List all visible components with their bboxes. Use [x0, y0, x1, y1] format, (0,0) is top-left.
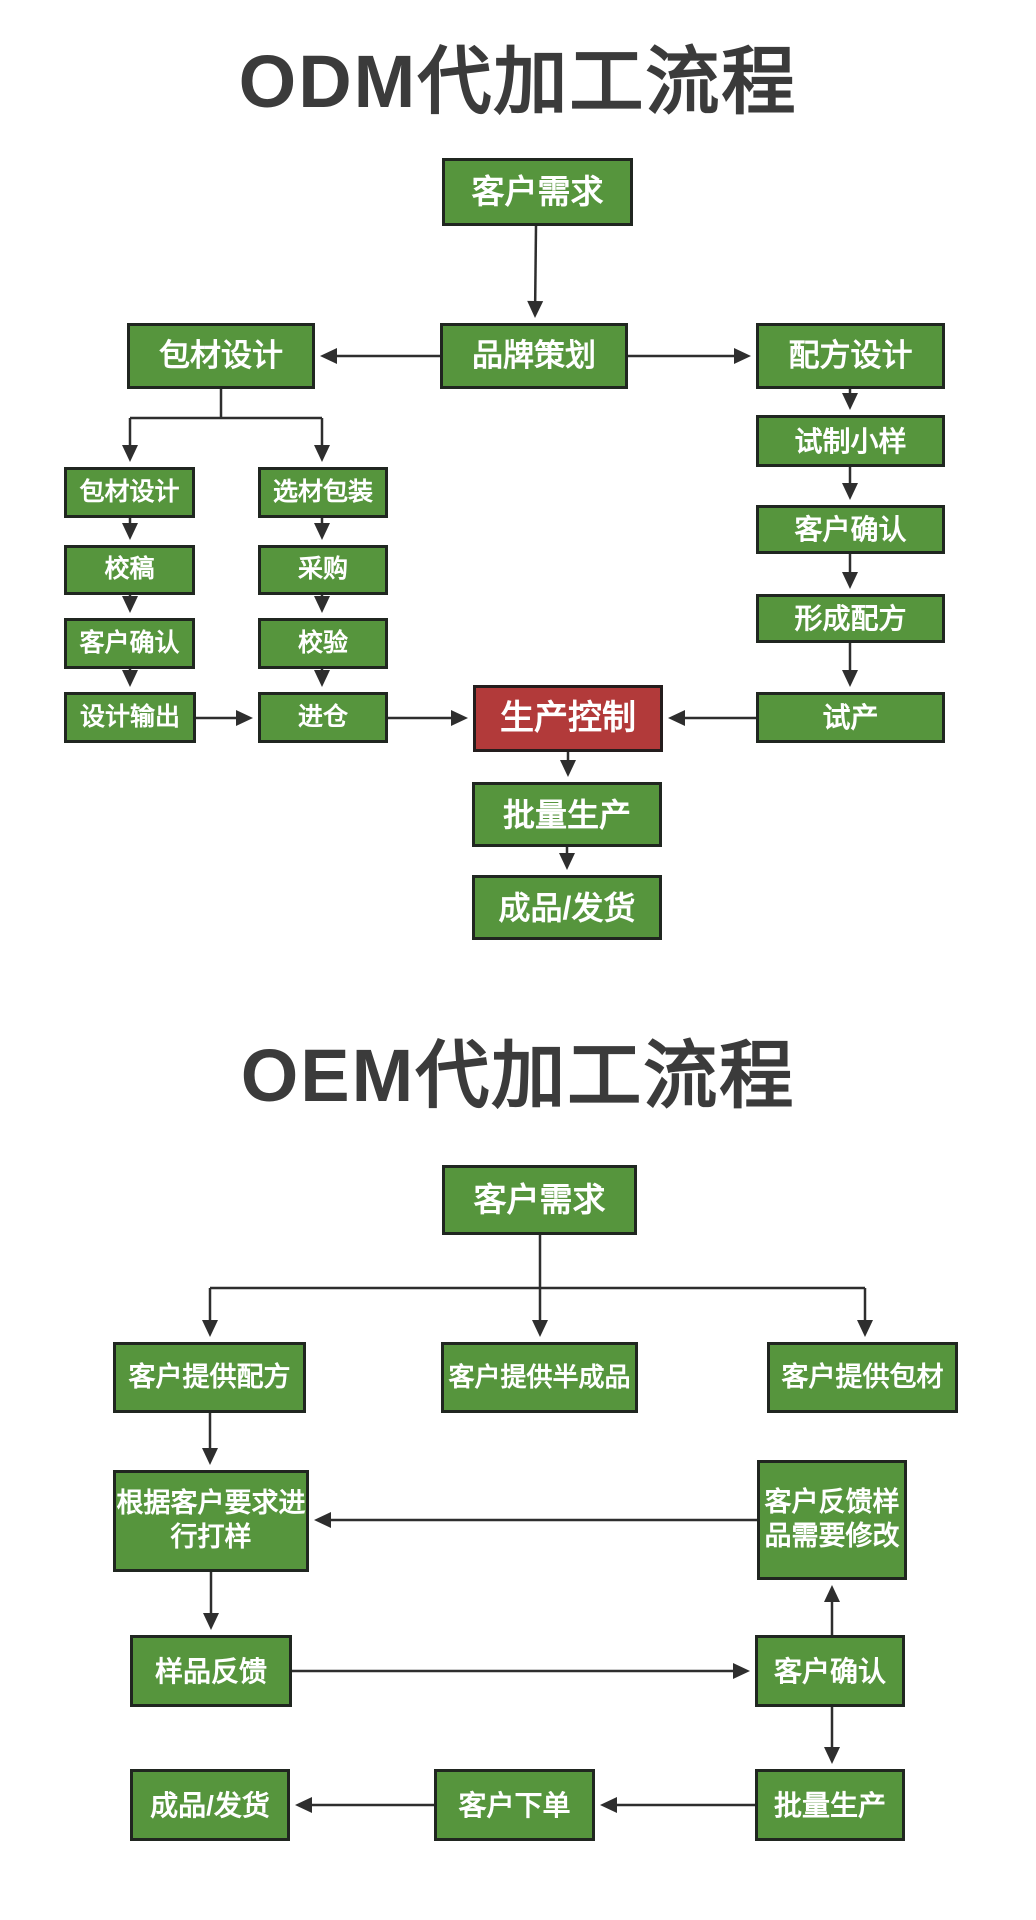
flow-arrow — [600, 1797, 617, 1813]
node-procurement: 采购 — [258, 545, 388, 595]
node-feedback-modify: 客户反馈样 品需要修改 — [757, 1460, 907, 1580]
flow-arrow — [842, 483, 858, 500]
node-customer-formula: 客户提供配方 — [113, 1342, 306, 1413]
node-sample-feedback: 样品反馈 — [130, 1635, 292, 1707]
node-customer-confirm-pkg: 客户确认 — [64, 618, 195, 669]
flow-arrow — [824, 1585, 840, 1602]
flow-arrow — [122, 445, 138, 462]
flow-arrow — [314, 596, 330, 613]
flow-arrow — [857, 1320, 873, 1337]
flow-arrow — [559, 853, 575, 870]
flow-arrow — [122, 596, 138, 613]
node-sampling-per-request: 根据客户要求进 行打样 — [113, 1470, 309, 1572]
flow-arrow — [842, 572, 858, 589]
flow-arrow — [314, 523, 330, 540]
node-customer-order: 客户下单 — [434, 1769, 595, 1841]
node-finished-delivery-oem: 成品/发货 — [130, 1769, 290, 1841]
flow-arrow — [842, 393, 858, 410]
node-formula-finalize: 形成配方 — [756, 594, 945, 643]
flow-arrow — [533, 225, 538, 302]
flow-arrow — [236, 710, 253, 726]
flow-arrow — [202, 1448, 218, 1465]
node-mass-production-oem: 批量生产 — [755, 1769, 905, 1841]
flow-arrow — [842, 670, 858, 687]
node-trial-sample: 试制小样 — [756, 415, 945, 467]
node-mass-production: 批量生产 — [472, 782, 662, 847]
flow-arrow — [668, 710, 685, 726]
flow-arrow — [314, 670, 330, 687]
node-material-selection: 选材包装 — [258, 467, 388, 518]
node-finished-delivery: 成品/发货 — [472, 875, 662, 940]
node-customer-confirm-oem: 客户确认 — [755, 1635, 905, 1707]
node-packaging-design-sub: 包材设计 — [64, 467, 195, 518]
flow-arrow — [527, 300, 544, 318]
node-customer-demand-oem: 客户需求 — [442, 1165, 637, 1235]
flow-arrow — [314, 445, 330, 462]
flow-arrow — [733, 1663, 750, 1679]
flow-arrow — [202, 1320, 218, 1337]
flow-arrow — [532, 1320, 548, 1337]
node-production-control: 生产控制 — [473, 685, 663, 752]
flow-arrow — [320, 348, 337, 364]
flow-arrow — [734, 348, 751, 364]
node-packaging-design-main: 包材设计 — [127, 323, 315, 389]
node-design-output: 设计输出 — [64, 692, 196, 743]
node-customer-confirm-formula: 客户确认 — [756, 505, 945, 554]
node-customer-demand: 客户需求 — [442, 158, 633, 226]
flow-arrow — [560, 760, 576, 777]
oem-chart-title: OEM代加工流程 — [240, 1034, 796, 1117]
odm-chart-title: ODM代加工流程 — [238, 40, 798, 123]
flow-arrow — [314, 1512, 331, 1528]
flow-arrow — [451, 710, 468, 726]
node-brand-planning: 品牌策划 — [440, 323, 628, 389]
node-proof-check: 校稿 — [64, 545, 195, 595]
node-customer-semifinished: 客户提供半成品 — [441, 1342, 638, 1413]
node-warehousing: 进仓 — [258, 692, 388, 743]
flow-arrow — [203, 1613, 219, 1630]
node-verification: 校验 — [258, 618, 388, 669]
node-formula-design: 配方设计 — [756, 323, 945, 389]
flow-arrow — [122, 523, 138, 540]
flow-arrow — [122, 670, 138, 687]
flow-arrow — [824, 1747, 840, 1764]
node-customer-packaging: 客户提供包材 — [767, 1342, 958, 1413]
node-trial-production: 试产 — [756, 692, 945, 743]
flow-arrow — [295, 1797, 312, 1813]
